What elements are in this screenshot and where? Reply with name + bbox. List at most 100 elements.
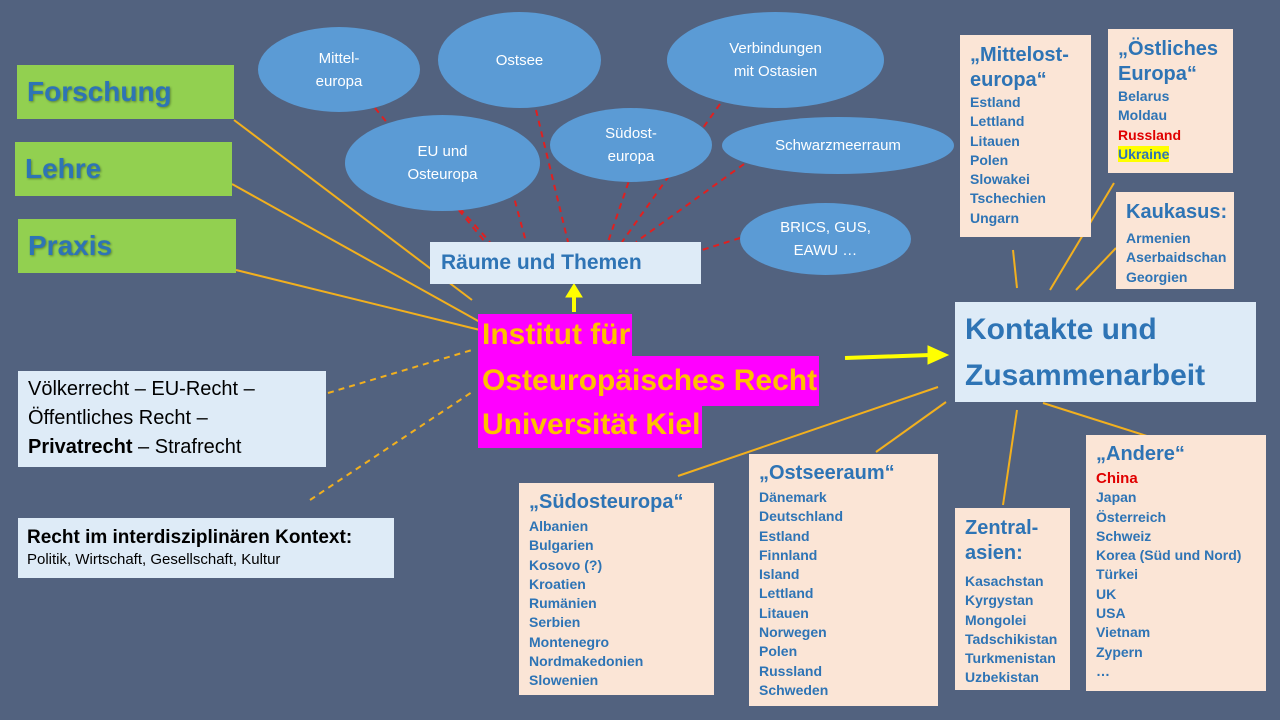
lehre-label: Lehre	[25, 153, 102, 184]
list-item: Litauen	[970, 132, 1020, 149]
suedost-line2: europa	[607, 148, 655, 165]
brics-line1: BRICS, GUS,	[780, 219, 871, 236]
andere-title: „Andere“	[1096, 443, 1185, 465]
zentralasien-list: Kasachstan Kyrgystan Mongolei Tadschikis…	[965, 572, 1060, 688]
list-item: Mongolei	[965, 611, 1027, 628]
connector-kaukasus	[1075, 247, 1117, 291]
dashed-brics	[701, 237, 741, 251]
institut-line3-box: Universität Kiel	[478, 402, 703, 448]
list-item: Turkmenistan	[965, 650, 1056, 667]
kaukasus-box: Kaukasus: Armenien Aserbaidschan Georgie…	[1116, 192, 1234, 289]
list-item: Russland	[759, 662, 823, 679]
zentralasien-box: Zentral- asien: Kasachstan Kyrgystan Mon…	[955, 508, 1070, 690]
list-item: Kosovo (?)	[529, 556, 603, 573]
list-item: Slowakei	[970, 171, 1030, 188]
mittelost-list: Estland Lettland Litauen Polen Slowakei …	[970, 93, 1081, 228]
connector-recht	[327, 349, 473, 394]
institut-line1: Institut für	[482, 318, 631, 351]
list-item: Ungarn	[970, 209, 1019, 226]
list-item: UK	[1096, 585, 1117, 602]
ellipse-brics: BRICS, GUS,EAWU …	[740, 203, 911, 275]
list-item: Uzbekistan	[965, 669, 1039, 686]
dashed-mitteleuropa	[374, 107, 486, 243]
connector-suedosteuropa	[677, 386, 939, 477]
interdisziplinaer-subtitle: Politik, Wirtschaft, Gesellschaft, Kultu…	[27, 551, 281, 568]
list-item: …	[1096, 662, 1110, 679]
mittelost-title-line1: „Mittelost-	[970, 44, 1069, 66]
list-item: Dänemark	[759, 489, 827, 505]
suedosteuropa-box: „Südosteuropa“ Albanien Bulgarien Kosovo…	[519, 483, 714, 695]
mittelosteuropa-box: „Mittelost- europa“ Estland Lettland Lit…	[960, 35, 1091, 237]
ostseeraum-list: Dänemark Deutschland Estland Finnland Is…	[759, 488, 928, 700]
list-item: Polen	[759, 643, 798, 660]
list-item-russland: Russland	[1118, 126, 1182, 143]
ellipse-ostsee: Ostsee	[438, 12, 601, 108]
list-item: USA	[1096, 605, 1126, 622]
list-item: Montenegro	[529, 633, 610, 650]
list-item: Rumänien	[529, 595, 597, 612]
list-item: Korea (Süd und Nord)	[1096, 547, 1242, 564]
list-item: Serbien	[529, 614, 581, 631]
praxis-label: Praxis	[28, 230, 113, 261]
suedosteuropa-list: Albanien Bulgarien Kosovo (?) Kroatien R…	[529, 517, 704, 691]
eu-line2: Osteuropa	[407, 166, 478, 183]
list-item: Nordmakedonien	[529, 653, 644, 670]
kontakte-line1: Kontakte und	[965, 313, 1157, 346]
ostseeraum-box: „Ostseeraum“ Dänemark Deutschland Estlan…	[749, 454, 938, 706]
connector-praxis	[235, 269, 481, 331]
recht-line1: Völkerrecht – EU-Recht –	[28, 378, 255, 400]
eu-line1: EU und	[417, 143, 468, 160]
arrow-right-shaft	[844, 353, 931, 360]
institut-line3: Universität Kiel	[482, 408, 701, 441]
list-item: Vietnam	[1096, 624, 1151, 641]
connector-mittelost	[1012, 249, 1018, 289]
institut-line1-box: Institut für	[478, 314, 633, 356]
ellipse-suedosteuropa: Südost-europa	[550, 108, 712, 182]
oestliches-list: Belarus Moldau Russland Ukraine	[1118, 87, 1223, 164]
list-item: Türkei	[1096, 566, 1139, 583]
recht-line2: Öffentliches Recht –	[28, 407, 208, 429]
list-item: Albanien	[529, 518, 589, 534]
andere-box: „Andere“ China Japan Österreich Schweiz …	[1086, 435, 1266, 691]
lehre-box: Lehre	[15, 142, 232, 196]
connector-ostseeraum	[875, 401, 947, 453]
forschung-box: Forschung	[17, 65, 234, 119]
andere-list: China Japan Österreich Schweiz Korea (Sü…	[1096, 469, 1256, 681]
connector-lehre	[231, 183, 481, 323]
dashed-ostsee	[535, 109, 569, 243]
mitteleuropa-line2: europa	[315, 72, 363, 90]
ellipse-verbindungen: Verbindungen mit Ostasien	[667, 12, 884, 108]
kaukasus-list: Armenien Aserbaidschan Georgien	[1126, 229, 1226, 287]
raeume-themen-label: Räume und Themen	[441, 251, 642, 274]
mittelost-title: „Mittelost- europa“	[970, 43, 1081, 93]
list-item: Kasachstan	[965, 573, 1044, 589]
oestliches-title: „Östliches Europa“	[1118, 37, 1223, 87]
list-item: Moldau	[1118, 107, 1167, 124]
list-item: Estland	[970, 94, 1021, 110]
institut-line2-box: Osteuropäisches Recht	[478, 356, 820, 406]
list-item-china: China	[1096, 470, 1138, 487]
list-item: Kroatien	[529, 575, 586, 592]
forschung-label: Forschung	[27, 76, 172, 107]
list-item: Zypern	[1096, 643, 1143, 660]
oestliches-europa-box: „Östliches Europa“ Belarus Moldau Russla…	[1108, 29, 1233, 173]
dashed-suedosteuropa	[607, 171, 633, 243]
list-item: Kyrgystan	[965, 592, 1034, 609]
mitteleuropa-line1: Mittel-	[318, 49, 360, 67]
verbindungen-line2: mit Ostasien	[733, 63, 818, 80]
list-item: Tadschikistan	[965, 630, 1058, 647]
schwarzmeer-label: Schwarzmeerraum	[775, 137, 901, 154]
list-item: Bulgarien	[529, 537, 594, 554]
list-item: Armenien	[1126, 230, 1191, 246]
list-item: Lettland	[970, 113, 1025, 130]
list-item: Österreich	[1096, 508, 1167, 525]
zentralasien-title-line2: asien:	[965, 542, 1023, 564]
list-item: Slowenien	[529, 672, 599, 689]
ellipse-schwarzmeer: Schwarzmeerraum	[722, 117, 954, 174]
recht-privatrecht: Privatrecht	[28, 436, 133, 458]
ellipse-mitteleuropa: Mittel-europa	[258, 27, 420, 112]
verbindungen-line1: Verbindungen	[729, 40, 822, 57]
praxis-box: Praxis	[18, 219, 236, 273]
list-item: Japan	[1096, 489, 1137, 506]
